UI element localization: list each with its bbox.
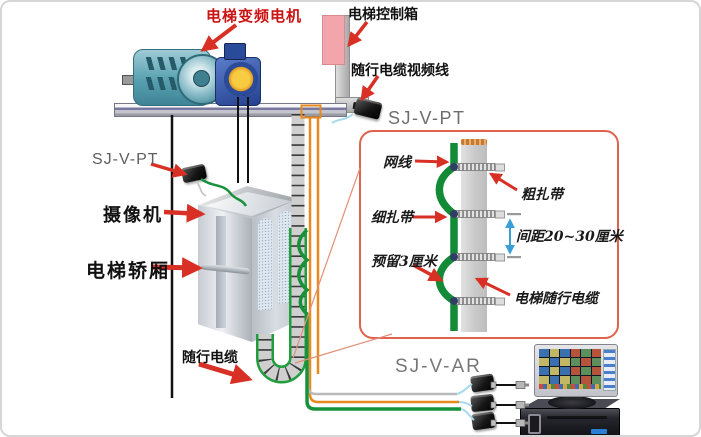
camera-thumbnail bbox=[560, 367, 570, 375]
camera-thumbnail bbox=[539, 367, 549, 375]
camera-thumbnail bbox=[549, 349, 559, 357]
dvr-drive-slot bbox=[547, 416, 607, 419]
video-receiver-device bbox=[470, 393, 495, 413]
camera-thumbnail bbox=[581, 349, 591, 357]
reserve-label: 预留3厘米 bbox=[371, 254, 437, 270]
camera-thumbnail bbox=[560, 349, 570, 357]
sj-v-pt-car-label: SJ-V-PT bbox=[92, 151, 159, 168]
elevator-car-label: 电梯轿厢 bbox=[86, 261, 171, 282]
video-line-label: 随行电缆视频线 bbox=[351, 62, 449, 78]
camera-thumbnail bbox=[549, 358, 559, 366]
arrow-to-control-box bbox=[347, 20, 369, 48]
camera-thumbnail bbox=[549, 367, 559, 375]
sj-v-pt-transmitter-device bbox=[353, 97, 383, 120]
camera-thumbnail bbox=[591, 349, 601, 357]
dvr-handle bbox=[528, 414, 541, 434]
arrow-to-camera bbox=[163, 203, 206, 223]
control-box-label: 电梯控制箱 bbox=[348, 6, 418, 22]
monitor-base bbox=[548, 396, 596, 409]
detail-cable-cross-section bbox=[461, 139, 487, 145]
camera-thumbnail bbox=[570, 358, 580, 366]
traveling-cable-label: 随行电缆 bbox=[182, 349, 238, 365]
detail-leader-line bbox=[292, 167, 361, 359]
traction-machine-top-box bbox=[224, 43, 246, 60]
perforated-panel bbox=[258, 217, 273, 311]
detail-cable-label: 电梯随行电缆 bbox=[514, 291, 598, 307]
monitor-stand bbox=[564, 394, 582, 400]
camera-thumbnail bbox=[539, 376, 549, 384]
bnc-pigtail bbox=[490, 381, 529, 389]
camera-thumbnail bbox=[549, 376, 559, 384]
thick-tie-label: 粗扎带 bbox=[521, 187, 563, 203]
spacing-label: 间距20~30厘米 bbox=[516, 229, 623, 245]
camera-pigtail-cable bbox=[195, 180, 207, 197]
camera-thumbnail bbox=[570, 376, 580, 384]
sj-v-pt-top-label: SJ-V-PT bbox=[388, 108, 466, 128]
camera-thumbnail bbox=[581, 358, 591, 366]
camera-thumbnail bbox=[560, 376, 570, 384]
elevator-car-door bbox=[216, 216, 226, 328]
camera-thumbnail bbox=[581, 367, 591, 375]
monitor-control-sidebar bbox=[603, 349, 616, 391]
perforated-panel bbox=[278, 210, 294, 304]
surveillance-monitor bbox=[534, 344, 618, 397]
net-cable-label: 网线 bbox=[383, 155, 411, 171]
monitor-toolbar bbox=[539, 384, 601, 389]
camera-thumbnail bbox=[570, 349, 580, 357]
monitor-screen bbox=[539, 349, 601, 389]
detail-traveling-cable bbox=[461, 144, 487, 332]
camera-label: 摄像机 bbox=[103, 205, 163, 225]
monitor-screen-grid bbox=[539, 349, 601, 384]
dvr-logo bbox=[591, 429, 607, 434]
camera-thumbnail bbox=[591, 376, 601, 384]
camera-thumbnail bbox=[539, 358, 549, 366]
traction-sheave-wheel bbox=[224, 62, 258, 96]
camera-thumbnail bbox=[539, 349, 549, 357]
receiver-connector-cable bbox=[456, 383, 473, 395]
camera-device bbox=[180, 163, 208, 184]
motor-hub bbox=[193, 70, 210, 87]
elevator-control-box bbox=[322, 15, 345, 65]
sj-v-ar-label: SJ-V-AR bbox=[395, 356, 482, 377]
motor-label: 电梯变频电机 bbox=[206, 8, 303, 25]
camera-thumbnail bbox=[591, 358, 601, 366]
camera-thumbnail bbox=[591, 367, 601, 375]
camera-thumbnail bbox=[570, 367, 580, 375]
thin-tie-label: 细扎带 bbox=[371, 210, 413, 226]
camera-thumbnail bbox=[581, 376, 591, 384]
video-receiver-device bbox=[470, 411, 497, 431]
camera-thumbnail bbox=[560, 358, 570, 366]
